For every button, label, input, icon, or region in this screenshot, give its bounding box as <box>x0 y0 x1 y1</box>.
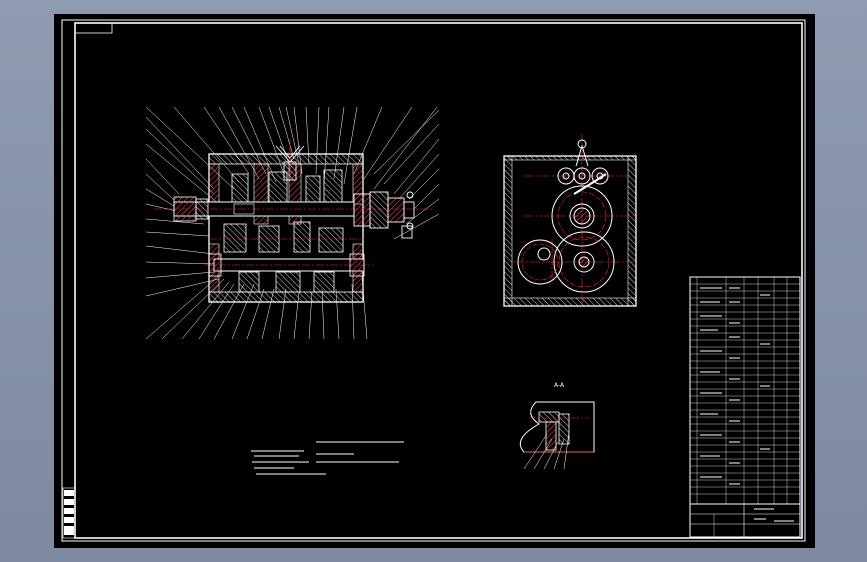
detail-view[interactable]: A-A <box>519 382 595 470</box>
middle-gears[interactable] <box>209 221 364 253</box>
parts-list-text-marks <box>700 287 794 522</box>
gear-icon[interactable] <box>553 231 615 293</box>
drawing-sheet: A-A <box>54 14 815 548</box>
technical-notes <box>251 441 404 475</box>
input-shaft[interactable] <box>154 196 434 222</box>
side-view[interactable] <box>503 134 637 307</box>
gear-icon[interactable] <box>551 185 613 247</box>
main-section-view[interactable] <box>145 106 440 340</box>
detail-leaders <box>523 431 570 470</box>
left-title-strip <box>62 487 76 539</box>
parts-list[interactable] <box>689 276 801 538</box>
drawing-frame <box>61 19 806 542</box>
cad-drawing[interactable]: A-A <box>54 14 815 548</box>
gear-icon[interactable] <box>517 239 563 285</box>
output-shaft[interactable] <box>204 253 374 293</box>
upper-gears[interactable] <box>231 169 343 207</box>
right-leader-lines <box>373 109 440 240</box>
right-bearing-cover[interactable] <box>353 191 415 239</box>
view-label: A-A <box>554 382 565 389</box>
shift-lever[interactable] <box>573 173 607 195</box>
